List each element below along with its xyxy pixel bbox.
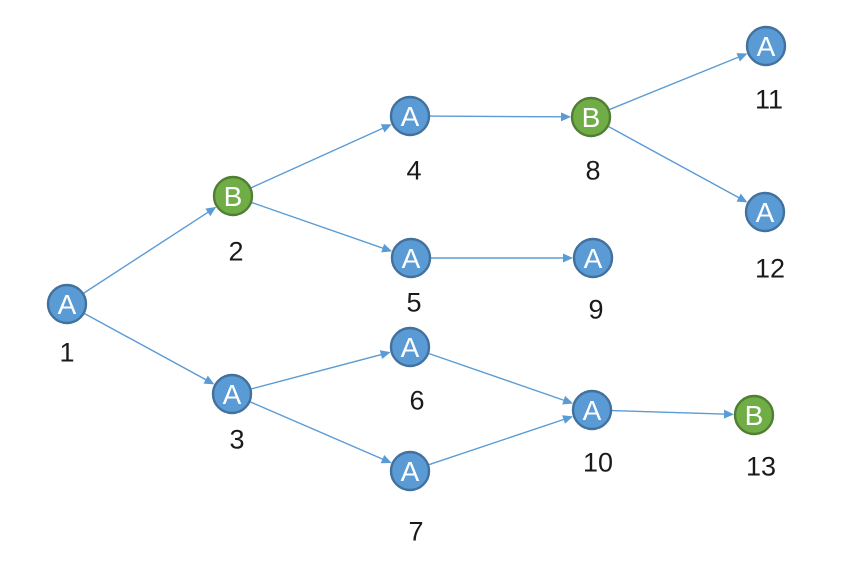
arrowhead-icon (736, 193, 748, 203)
edge-line-2-4 (250, 126, 387, 189)
node-letter-9: A (584, 243, 603, 274)
node-11[interactable]: A (745, 25, 787, 67)
arrowhead-icon (380, 454, 392, 464)
node-circle-11[interactable] (745, 25, 787, 67)
node-5[interactable]: A (390, 237, 432, 279)
node-letter-2: B (224, 181, 243, 212)
node-number-11: 11 (755, 85, 783, 115)
arrowhead-icon (380, 124, 392, 133)
node-letter-12: A (756, 197, 775, 228)
arrowhead-icon (562, 415, 574, 424)
node-number-8: 8 (585, 156, 600, 186)
node-letter-1: A (58, 289, 77, 320)
node-number-7: 7 (408, 517, 423, 547)
node-number-12: 12 (755, 254, 785, 284)
node-1[interactable]: A (46, 283, 88, 325)
arrowhead-icon (203, 375, 215, 385)
node-circle-12[interactable] (744, 191, 786, 233)
arrowhead-icon (379, 350, 391, 360)
edge-line-8-12 (607, 125, 743, 201)
node-number-5: 5 (406, 288, 421, 318)
node-circle-7[interactable] (389, 450, 431, 492)
node-letter-10: A (583, 395, 602, 426)
edge-1-3 (83, 312, 215, 385)
edge-line-8-11 (608, 55, 743, 111)
edges-layer (82, 53, 748, 466)
edge-2-5 (251, 201, 393, 253)
arrowhead-icon (563, 253, 573, 263)
node-circle-6[interactable] (389, 326, 431, 368)
node-number-6: 6 (409, 386, 424, 416)
arrowhead-icon (723, 409, 735, 419)
edge-6-10 (428, 352, 574, 405)
node-10[interactable]: A (571, 389, 613, 431)
edge-line-6-10 (428, 352, 568, 403)
edge-line-2-5 (251, 201, 387, 251)
node-letter-7: A (401, 456, 420, 487)
node-letter-3: A (223, 379, 242, 410)
edge-line-4-8 (429, 115, 566, 118)
node-number-9: 9 (588, 295, 603, 325)
node-circle-5[interactable] (390, 237, 432, 279)
node-letter-4: A (401, 101, 420, 132)
node-number-4: 4 (406, 156, 421, 186)
node-number-13: 13 (746, 452, 776, 482)
edge-3-7 (249, 401, 392, 464)
edge-line-3-7 (249, 401, 387, 462)
node-letter-13: B (745, 400, 764, 431)
arrowhead-icon (205, 206, 217, 217)
node-circle-9[interactable] (572, 237, 614, 279)
node-letter-11: A (757, 31, 776, 62)
edge-7-10 (428, 415, 574, 466)
edge-2-4 (250, 124, 392, 189)
edge-8-12 (607, 125, 748, 203)
node-circle-10[interactable] (571, 389, 613, 431)
edge-line-3-6 (250, 352, 386, 390)
edge-line-10-13 (611, 409, 729, 415)
node-number-2: 2 (228, 237, 243, 267)
edge-10-13 (611, 409, 735, 419)
node-7[interactable]: A (389, 450, 431, 492)
node-4[interactable]: A (389, 95, 431, 137)
node-3[interactable]: A (211, 373, 253, 415)
node-letter-6: A (401, 332, 420, 363)
edge-1-2 (82, 206, 217, 294)
node-letter-8: B (582, 102, 601, 133)
node-circle-1[interactable] (46, 283, 88, 325)
node-2[interactable]: B (212, 175, 254, 217)
node-12[interactable]: A (744, 191, 786, 233)
node-13[interactable]: B (733, 394, 775, 436)
node-circle-2[interactable] (212, 175, 254, 217)
edge-line-1-2 (82, 209, 212, 294)
node-circle-13[interactable] (733, 394, 775, 436)
node-circle-4[interactable] (389, 95, 431, 137)
node-9[interactable]: A (572, 237, 614, 279)
arrowhead-icon (736, 53, 748, 62)
node-6[interactable]: A (389, 326, 431, 368)
edge-4-8 (429, 112, 572, 122)
edge-8-11 (608, 53, 748, 111)
edge-3-6 (250, 350, 391, 390)
node-circle-8[interactable] (570, 96, 612, 138)
node-number-1: 1 (59, 338, 74, 368)
node-8[interactable]: B (570, 96, 612, 138)
edge-line-7-10 (428, 417, 568, 466)
node-number-10: 10 (583, 448, 613, 478)
edge-line-1-3 (83, 312, 210, 383)
node-letter-5: A (402, 243, 421, 274)
arrowhead-icon (381, 243, 393, 253)
node-circle-3[interactable] (211, 373, 253, 415)
arrowhead-icon (562, 395, 574, 405)
edge-5-9 (430, 253, 573, 263)
node-number-3: 3 (229, 425, 244, 455)
arrowhead-icon (560, 112, 572, 122)
